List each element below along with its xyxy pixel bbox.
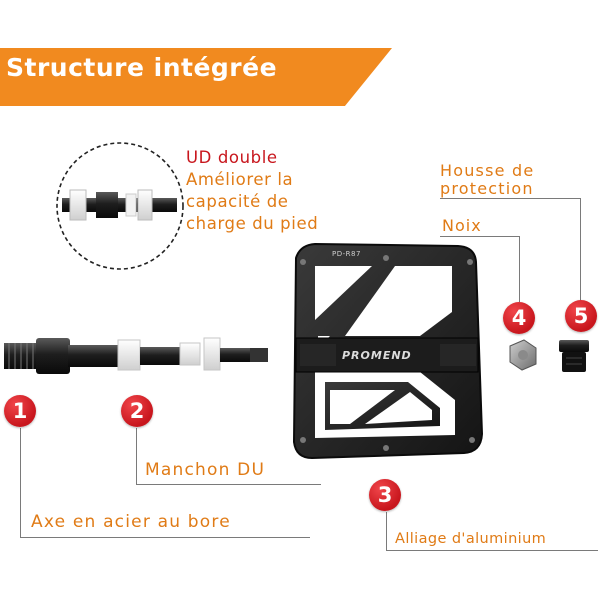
leader-line-alliage-v xyxy=(386,512,387,551)
spindle-hex xyxy=(36,338,70,374)
label-axe: Axe en acier au bore xyxy=(31,512,231,532)
page-title: Structure intégrée xyxy=(6,53,278,82)
pedal-model-text: PD-R87 xyxy=(332,250,361,258)
sleeve-du-2 xyxy=(179,342,201,366)
leader-line-axe-h xyxy=(20,537,310,538)
leader-line-alliage-h xyxy=(386,550,598,551)
ud-detail-zoom xyxy=(56,142,184,270)
leader-line-noix-h xyxy=(440,236,520,237)
leader-line-housse-v xyxy=(580,198,581,302)
badge-2: 2 xyxy=(121,395,153,427)
badge-3: 3 xyxy=(369,479,401,511)
leader-line-noix-v xyxy=(519,236,520,302)
leader-line-axe-v xyxy=(20,428,21,538)
zoom-bearing-right xyxy=(125,193,137,217)
badge-4: 4 xyxy=(503,302,535,334)
label-ud-line4: charge du pied xyxy=(186,214,319,233)
spindle xyxy=(4,337,268,374)
label-ud-line2: Améliorer la xyxy=(186,170,294,189)
spindle-mid xyxy=(140,347,184,365)
label-ud-line3: capacité de xyxy=(186,192,289,211)
leader-line-manchon-h xyxy=(136,484,321,485)
label-alliage: Alliage d'aluminium xyxy=(395,531,547,547)
zoom-bearing-left xyxy=(96,192,118,218)
dust-cap xyxy=(559,340,589,372)
badge-1: 1 xyxy=(4,395,36,427)
zoom-sleeve-right xyxy=(137,189,153,221)
label-manchon: Manchon DU xyxy=(145,460,266,480)
sleeve-du-1 xyxy=(117,339,141,371)
pedal-brand-text: PROMEND xyxy=(342,349,412,362)
label-ud-double: UD double xyxy=(186,148,278,167)
zoom-circle xyxy=(56,142,184,270)
label-housse-line1: Housse de xyxy=(440,161,535,180)
pedal-body xyxy=(292,242,484,460)
label-noix: Noix xyxy=(442,216,482,235)
label-housse-line2: protection xyxy=(440,179,534,198)
zoom-sleeve-left xyxy=(69,189,87,221)
leader-line-housse-h xyxy=(440,198,581,199)
title-banner xyxy=(0,48,392,106)
nut xyxy=(509,339,537,371)
badge-5: 5 xyxy=(565,300,597,332)
sleeve-du-3 xyxy=(203,337,221,371)
leader-line-manchon-v xyxy=(136,428,137,484)
spindle-body xyxy=(68,345,120,367)
